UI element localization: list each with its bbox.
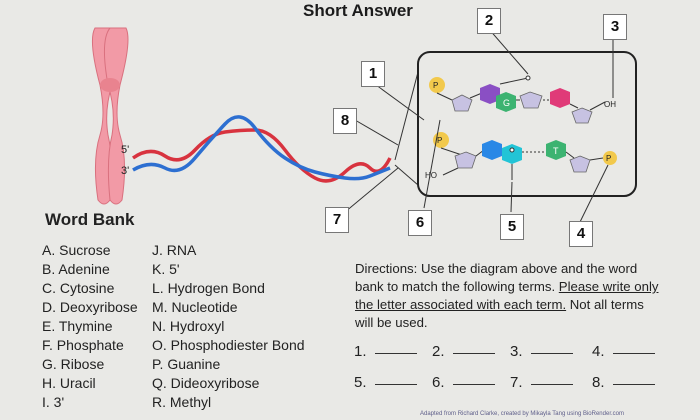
- base-pink-icon: [550, 88, 570, 108]
- word-bank-title: Word Bank: [45, 210, 135, 229]
- base-purple-icon: [480, 84, 500, 104]
- directions-underlined: Please write only the letter associated …: [355, 279, 659, 312]
- blue-strand: [132, 115, 391, 181]
- word-bank-item: Q. Dideoxyribose: [152, 375, 260, 391]
- word-bank-item: C. Cytosine: [42, 280, 115, 296]
- label-box-4: 4: [569, 221, 593, 247]
- sugar-icon: [454, 151, 477, 169]
- label-box-3: 3: [603, 14, 627, 40]
- directions-tail: Not all terms will be used.: [355, 297, 644, 330]
- credit-text: Adapted from Richard Clarke, created by …: [420, 411, 624, 417]
- strand-label-3prime: 3': [121, 165, 129, 177]
- answer-item-3[interactable]: 3.: [510, 343, 573, 360]
- answer-item-6[interactable]: 6.: [432, 374, 495, 391]
- svg-text:P: P: [437, 136, 442, 145]
- base-thymine-icon: [546, 140, 566, 160]
- phosphate-icon: [429, 77, 445, 93]
- word-bank-item: L. Hydrogen Bond: [152, 280, 265, 296]
- word-bank-item: P. Guanine: [152, 356, 221, 372]
- answer-item-7[interactable]: 7.: [510, 374, 573, 391]
- answer-item-8[interactable]: 8.: [592, 374, 655, 391]
- word-bank-item: R. Methyl: [152, 394, 212, 410]
- word-bank-item: A. Sucrose: [42, 242, 111, 258]
- word-bank-right-column: J. RNA K. 5' L. Hydrogen Bond M. Nucleot…: [152, 241, 305, 412]
- word-bank-item: N. Hydroxyl: [152, 318, 225, 334]
- word-bank-item: H. Uracil: [42, 375, 96, 391]
- ho-label: HO: [425, 171, 437, 180]
- base-letter-t: T: [553, 146, 559, 156]
- base-blue-icon: [482, 140, 502, 160]
- base-cyan-icon: [502, 144, 522, 164]
- word-bank-item: K. 5': [152, 261, 180, 277]
- word-bank-item: G. Ribose: [42, 356, 105, 372]
- zoom-box: [417, 51, 637, 197]
- red-strand: [131, 128, 392, 183]
- sugar-icon: [519, 91, 543, 109]
- oh-label: OH: [604, 100, 616, 109]
- word-bank-left-column: A. Sucrose B. Adenine C. Cytosine D. Deo…: [42, 241, 138, 412]
- word-bank-item: F. Phosphate: [42, 337, 124, 353]
- page-title: Short Answer: [303, 1, 413, 20]
- directions-lead: Directions: Use the diagram above and th…: [355, 261, 638, 294]
- chromosome-icon: [91, 27, 129, 205]
- top-strand: P G OH: [429, 75, 616, 124]
- svg-text:P: P: [433, 81, 438, 90]
- sugar-icon: [569, 155, 591, 173]
- svg-text:P: P: [606, 154, 611, 163]
- label-box-8: 8: [333, 108, 357, 134]
- directions-text: Directions: Use the diagram above and th…: [355, 260, 660, 332]
- word-bank-item: I. 3': [42, 394, 65, 410]
- strand-label-5prime: 5': [121, 144, 129, 156]
- word-bank-item: M. Nucleotide: [152, 299, 238, 315]
- word-bank-item: E. Thymine: [42, 318, 113, 334]
- sugar-icon: [571, 107, 593, 124]
- answer-item-4[interactable]: 4.: [592, 343, 655, 360]
- word-bank-item: B. Adenine: [42, 261, 110, 277]
- base-letter-g: G: [503, 98, 510, 108]
- label-box-5: 5: [500, 214, 524, 240]
- base-guanine-icon: [496, 92, 516, 112]
- phosphate-icon: [603, 151, 617, 165]
- word-bank-item: O. Phosphodiester Bond: [152, 337, 305, 353]
- answer-item-2[interactable]: 2.: [432, 343, 495, 360]
- label-box-7: 7: [325, 207, 349, 233]
- answer-item-1[interactable]: 1.: [354, 343, 417, 360]
- bottom-strand: P HO T P: [425, 132, 617, 180]
- word-bank-item: D. Deoxyribose: [42, 299, 138, 315]
- label-box-2: 2: [477, 8, 501, 34]
- word-bank-item: J. RNA: [152, 242, 197, 258]
- answer-item-5[interactable]: 5.: [354, 374, 417, 391]
- label-box-6: 6: [408, 210, 432, 236]
- sugar-icon: [451, 94, 473, 112]
- label-box-1: 1: [361, 61, 385, 87]
